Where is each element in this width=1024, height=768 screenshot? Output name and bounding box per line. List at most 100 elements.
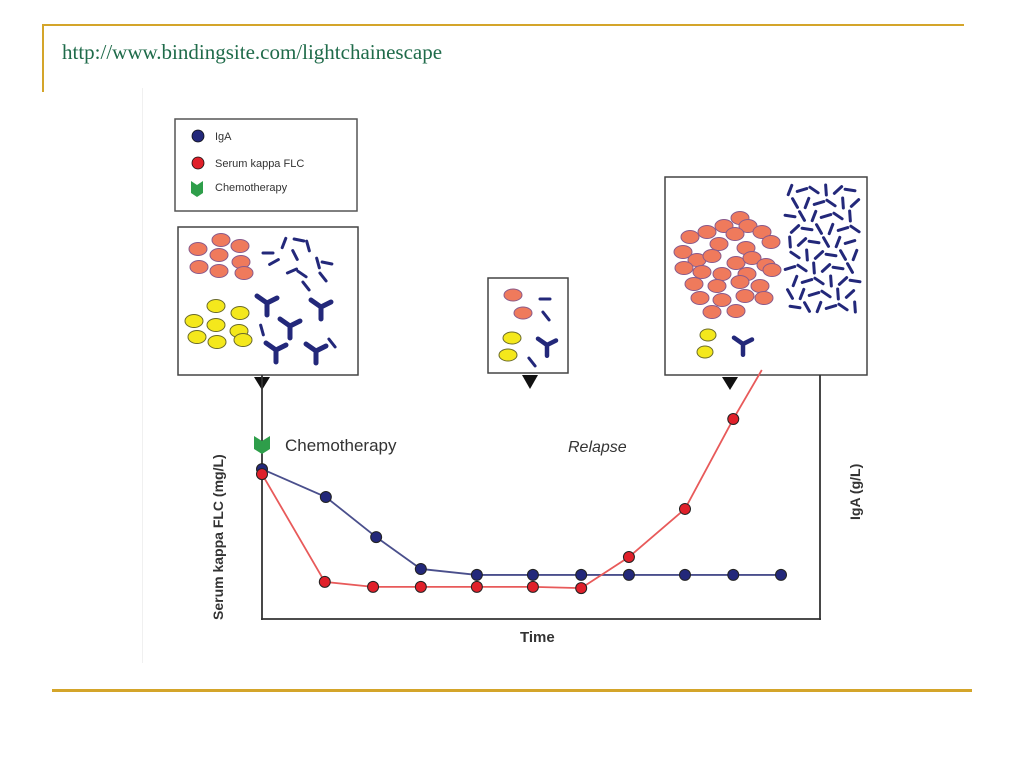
- light-chain: [837, 276, 849, 286]
- normal-plasma-cell: [696, 345, 714, 359]
- plasma-cell: [730, 275, 750, 289]
- normal-plasma-cell: [206, 318, 226, 332]
- legend: IgA Serum kappa FLC Chemotherapy: [174, 118, 358, 212]
- inset-diagnosis: [177, 226, 359, 390]
- antibody-icon: [731, 335, 755, 358]
- data-point-iga: [575, 568, 588, 581]
- light-chain: [825, 198, 837, 208]
- plasma-cell: [673, 245, 693, 259]
- light-chain: [268, 258, 280, 266]
- light-chain: [843, 239, 857, 245]
- normal-plasma-cell: [502, 331, 522, 345]
- plasma-cell: [697, 225, 717, 239]
- light-chain: [280, 236, 288, 250]
- light-chain: [824, 252, 838, 258]
- light-chain: [795, 187, 809, 193]
- plasma-cell: [209, 264, 229, 278]
- data-point-iga: [678, 568, 691, 581]
- light-chain: [786, 288, 794, 300]
- data-point-flc: [414, 580, 427, 593]
- data-point-iga: [775, 568, 787, 581]
- normal-plasma-cell: [207, 335, 227, 349]
- plasma-cell: [513, 306, 533, 320]
- data-point-iga: [727, 568, 740, 581]
- data-point-iga: [370, 531, 383, 544]
- light-chain: [783, 213, 797, 219]
- data-point-iga: [526, 568, 539, 581]
- light-chain: [824, 304, 838, 310]
- series-line-flc: [261, 369, 763, 590]
- light-chain: [798, 210, 806, 222]
- y2-axis-label: IgA (g/L): [847, 464, 863, 520]
- light-chain: [849, 198, 861, 208]
- series-line-iga: [261, 468, 781, 576]
- light-chain: [848, 278, 862, 284]
- light-chain: [291, 249, 299, 261]
- light-chain: [789, 250, 801, 260]
- light-chain: [815, 223, 823, 235]
- legend-flc-label: Serum kappa FLC: [215, 158, 304, 170]
- plasma-cell: [503, 288, 523, 302]
- light-chain: [836, 226, 850, 232]
- light-chain: [813, 276, 825, 286]
- light-chain: [327, 337, 337, 349]
- normal-plasma-cell: [187, 330, 207, 344]
- light-chain: [301, 280, 311, 292]
- plasma-cell: [230, 239, 250, 253]
- inset-relapse: [664, 176, 868, 390]
- light-chain: [786, 183, 794, 197]
- data-point-flc: [678, 502, 691, 515]
- figure-frame-edge: [142, 88, 143, 663]
- legend-flc-marker: [191, 156, 205, 170]
- light-chain: [836, 287, 840, 301]
- light-chain: [839, 249, 847, 261]
- plasma-cell: [726, 304, 746, 318]
- x-axis-label: Time: [520, 629, 555, 646]
- light-chain: [810, 209, 818, 223]
- normal-plasma-cell: [206, 299, 226, 313]
- footer-rule: [52, 689, 972, 692]
- plasma-cell: [750, 279, 770, 293]
- light-chain: [846, 262, 854, 274]
- plasma-cell: [726, 256, 746, 270]
- antibody-icon: [263, 340, 289, 365]
- plasma-cell: [735, 289, 755, 303]
- plasma-cell: [752, 225, 772, 239]
- light-chain: [527, 356, 537, 368]
- light-chain: [853, 300, 857, 314]
- pointer-arrow-icon: [522, 375, 538, 389]
- light-chain: [807, 239, 821, 245]
- light-chain: [837, 302, 849, 312]
- normal-plasma-cell: [184, 314, 204, 328]
- light-chain: [834, 235, 842, 249]
- light-chain: [843, 187, 857, 193]
- light-chain: [796, 263, 808, 273]
- light-chain: [827, 222, 835, 236]
- light-chain: [292, 237, 306, 243]
- light-chain: [822, 236, 830, 248]
- light-chain: [851, 248, 859, 262]
- light-chain: [812, 261, 816, 275]
- light-chain: [824, 183, 828, 197]
- light-chain: [832, 211, 844, 221]
- data-point-flc: [470, 580, 483, 593]
- antibody-icon: [308, 297, 334, 322]
- antibody-icon: [254, 293, 280, 318]
- light-chain: [259, 323, 265, 337]
- light-chain: [783, 265, 797, 271]
- legend-iga-marker: [191, 129, 205, 143]
- data-point-iga: [319, 490, 332, 503]
- plasma-cell: [762, 263, 782, 277]
- light-chain: [808, 185, 820, 195]
- plasma-cell: [189, 260, 209, 274]
- plasma-cell: [761, 235, 781, 249]
- plasma-cell: [707, 279, 727, 293]
- light-chain: [318, 271, 328, 283]
- light-chain: [849, 224, 861, 234]
- annotation-chemotherapy: Chemotherapy: [285, 436, 397, 455]
- plasma-cell: [680, 230, 700, 244]
- data-point-iga: [414, 562, 427, 575]
- light-chain: [791, 274, 799, 288]
- light-chain: [285, 267, 299, 275]
